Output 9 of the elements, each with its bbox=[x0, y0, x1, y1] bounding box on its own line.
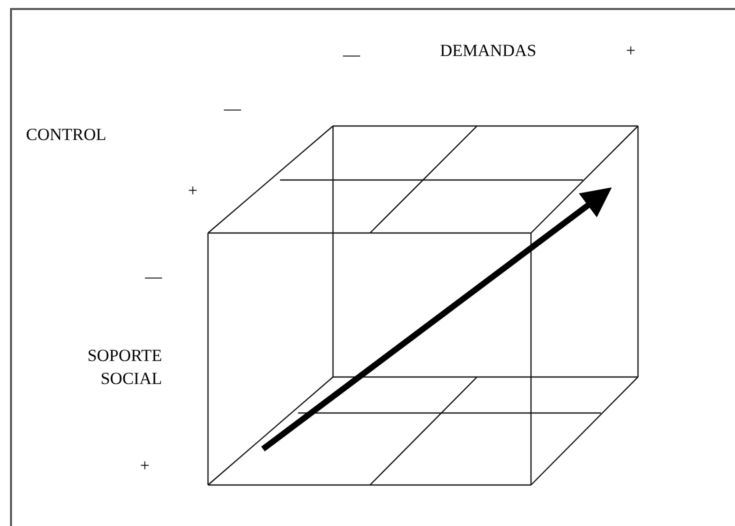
sign-label: — bbox=[145, 266, 164, 288]
sign-label: — bbox=[224, 98, 242, 120]
axis-label: SOPORTE SOCIAL bbox=[86, 345, 162, 390]
axis-label: CONTROL bbox=[26, 124, 108, 146]
sign-label: + bbox=[626, 40, 637, 62]
sign-label: — bbox=[343, 44, 362, 66]
sign-label: + bbox=[140, 455, 151, 477]
axis-label: DEMANDAS bbox=[440, 40, 538, 62]
sign-label: + bbox=[188, 180, 199, 202]
